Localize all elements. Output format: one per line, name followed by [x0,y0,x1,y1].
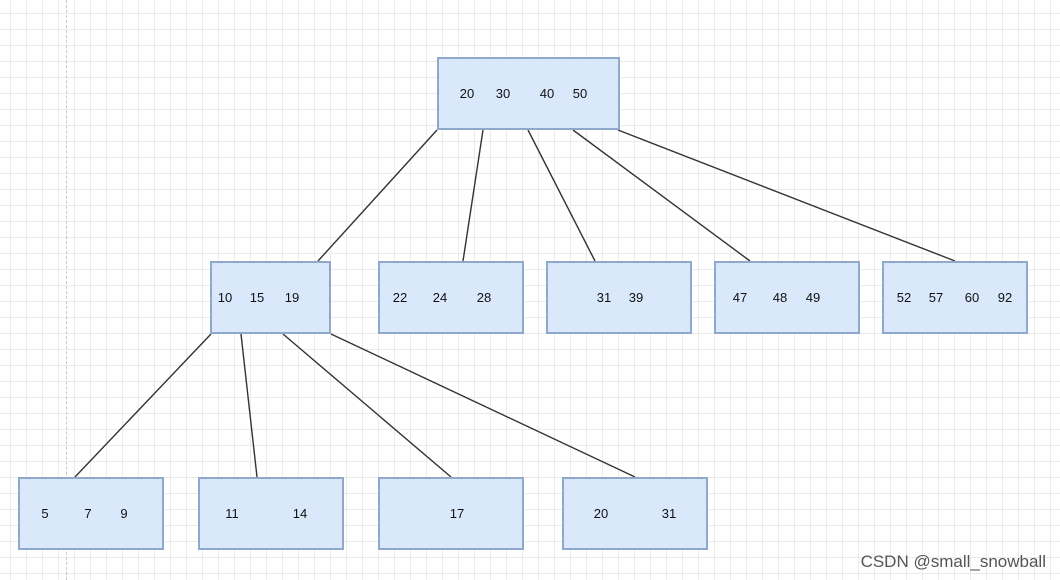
node-root[interactable]: 20 30 40 50 [437,57,620,130]
node-key: 24 [432,289,448,305]
node-l1-b[interactable]: 22 24 28 [378,261,524,334]
edge-l1-a-to-l2-c [282,333,452,478]
node-key: 92 [997,289,1013,305]
node-key: 47 [732,289,748,305]
node-key: 31 [661,505,677,521]
node-key: 20 [593,505,609,521]
watermark: CSDN @small_snowball [860,552,1046,571]
node-l2-b[interactable]: 11 14 [198,477,344,550]
node-l1-a[interactable]: 10 15 19 [210,261,331,334]
node-key: 19 [284,289,300,305]
edge-l1-a-to-l2-d [330,333,636,478]
node-key: 11 [225,505,239,521]
node-key: 31 [596,289,612,305]
edge-root-to-l1-b [462,129,484,262]
edge-root-to-l1-a [317,129,438,262]
node-key: 50 [572,85,588,101]
node-key: 52 [896,289,912,305]
node-l1-e[interactable]: 52 57 60 92 [882,261,1028,334]
node-key: 28 [476,289,492,305]
node-key: 9 [120,505,128,521]
edge-l1-a-to-l2-b [240,333,258,478]
node-key: 39 [628,289,644,305]
node-key: 14 [292,505,308,521]
node-key: 17 [449,505,465,521]
node-key: 20 [459,85,475,101]
node-key: 30 [495,85,511,101]
page-guide-line [66,0,67,580]
node-l1-d[interactable]: 47 48 49 [714,261,860,334]
node-key: 5 [41,505,49,521]
node-key: 22 [392,289,408,305]
node-key: 15 [249,289,265,305]
node-l2-c[interactable]: 17 [378,477,524,550]
edge-root-to-l1-c [527,129,596,262]
node-key: 57 [928,289,944,305]
edge-root-to-l1-d [572,129,751,262]
node-key: 60 [964,289,980,305]
edge-l1-a-to-l2-a [74,333,212,478]
node-key: 48 [772,289,788,305]
node-l1-c[interactable]: 31 39 [546,261,692,334]
node-key: 7 [84,505,92,521]
edge-root-to-l1-e [617,129,956,262]
node-key: 49 [805,289,821,305]
node-key: 10 [217,289,233,305]
node-key: 40 [539,85,555,101]
node-l2-a[interactable]: 5 7 9 [18,477,164,550]
